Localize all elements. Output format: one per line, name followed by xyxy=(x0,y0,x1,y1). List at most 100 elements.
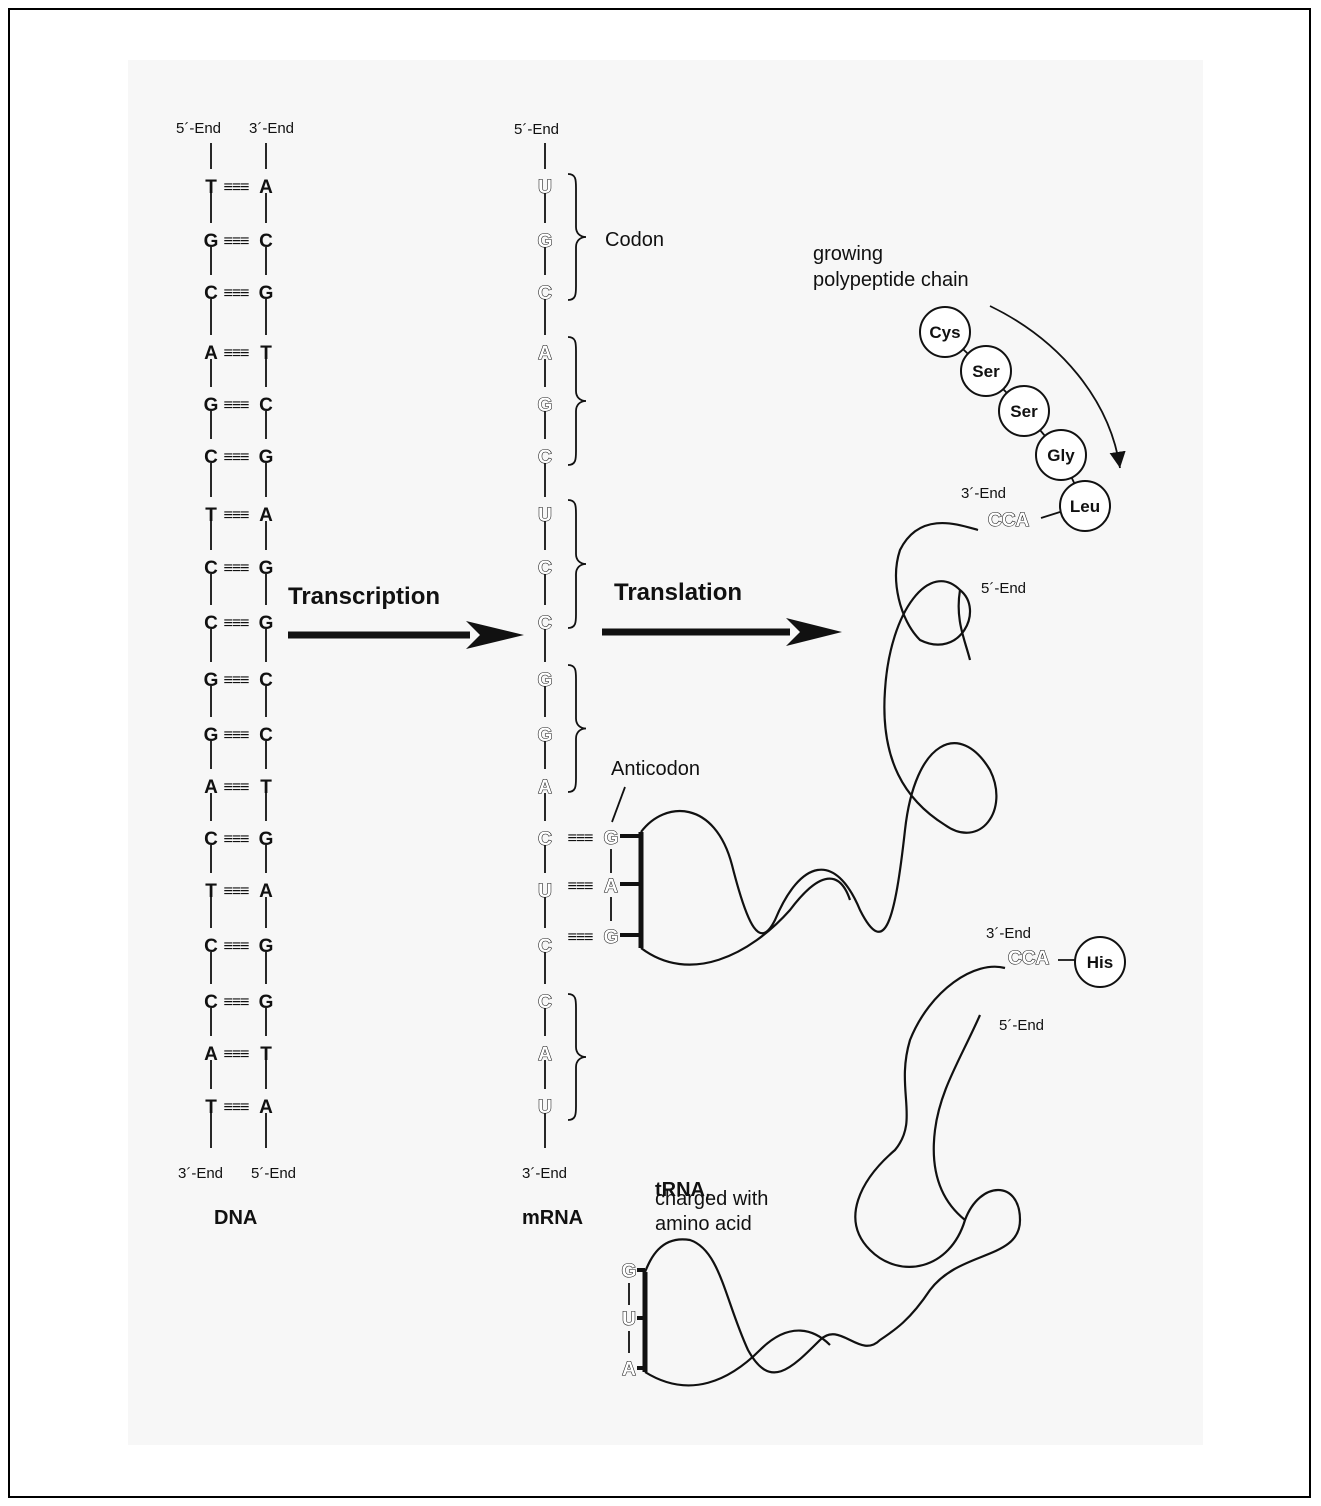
trna-free-5end-tail xyxy=(934,1015,980,1220)
dna-left-base: C xyxy=(204,447,218,468)
dna-hydrogen-bond: ≡≡≡ xyxy=(223,938,249,955)
dna-left-base: G xyxy=(204,725,219,746)
amino-acid-label: Gly xyxy=(1047,446,1075,465)
mrna-base: U xyxy=(538,177,552,198)
dna-left-base: C xyxy=(204,558,218,579)
dna-left-base: T xyxy=(205,505,217,526)
codon-brace xyxy=(568,500,586,628)
dna-hydrogen-bond: ≡≡≡ xyxy=(223,285,249,302)
transcription-arrow: Transcription xyxy=(288,583,524,649)
dna-left-base: C xyxy=(204,829,218,850)
free-anticodon-base: A xyxy=(622,1359,636,1380)
dna-strand: 5´-End 3´-End T≡≡≡AG≡≡≡CC≡≡≡GA≡≡≡TG≡≡≡CC… xyxy=(176,120,296,1229)
mrna-base: G xyxy=(538,395,553,416)
dna-hydrogen-bond: ≡≡≡ xyxy=(223,831,249,848)
dna-hydrogen-bond: ≡≡≡ xyxy=(223,994,249,1011)
trna-free-cca: CCA xyxy=(1008,948,1049,969)
dna-hydrogen-bond: ≡≡≡ xyxy=(223,345,249,362)
dna-left-base: T xyxy=(205,177,217,198)
dna-hydrogen-bond: ≡≡≡ xyxy=(223,1099,249,1116)
anticodon-base: A xyxy=(604,876,618,897)
dna-right-base: G xyxy=(259,283,274,304)
dna-top-right-end: 3´-End xyxy=(249,120,294,137)
dna-bottom-right-end: 5´-End xyxy=(251,1165,296,1182)
mrna-base: C xyxy=(538,829,552,850)
polypeptide-label-line1: growing xyxy=(813,243,883,265)
dna-right-base: A xyxy=(259,505,273,526)
anticodon-hydrogen-bond: ≡≡≡ xyxy=(567,830,593,847)
mrna-base: U xyxy=(538,881,552,902)
codon-braces xyxy=(568,174,586,1120)
translation-label: Translation xyxy=(614,579,742,606)
dna-hydrogen-bond: ≡≡≡ xyxy=(223,560,249,577)
dna-right-base: C xyxy=(259,395,273,416)
dna-top-left-end: 5´-End xyxy=(176,120,221,137)
codon-brace xyxy=(568,337,586,465)
dna-hydrogen-bond: ≡≡≡ xyxy=(223,507,249,524)
dna-left-base: C xyxy=(204,613,218,634)
anticodon-base: G xyxy=(604,927,619,948)
dna-left-base: C xyxy=(204,936,218,957)
trna-label-line2: charged with xyxy=(655,1188,768,1210)
trna-bound-3end: 3´-End xyxy=(961,485,1006,502)
anticodon-pairs: ≡≡≡G≡≡≡A≡≡≡G xyxy=(567,828,641,948)
mrna-base: G xyxy=(538,725,553,746)
dna-hydrogen-bond: ≡≡≡ xyxy=(223,1046,249,1063)
amino-acid-label: Cys xyxy=(929,323,960,342)
dna-hydrogen-bond: ≡≡≡ xyxy=(223,449,249,466)
trna-free-3end: 3´-End xyxy=(986,925,1031,942)
dna-right-base: A xyxy=(259,1097,273,1118)
trna-bound-lower-loop xyxy=(641,879,850,965)
dna-hydrogen-bond: ≡≡≡ xyxy=(223,883,249,900)
mrna-base: U xyxy=(538,505,552,526)
codon-label: Codon xyxy=(605,229,664,251)
trna-free-label-line2b: charged with xyxy=(655,1188,768,1210)
free-trna: 3´-End CCA His 5´-End GUA tRNA, charged … xyxy=(622,925,1125,1385)
dna-hydrogen-bond: ≡≡≡ xyxy=(223,179,249,196)
amino-acid-label: Ser xyxy=(1010,402,1038,421)
mrna-base: A xyxy=(538,343,552,364)
codon-brace xyxy=(568,994,586,1120)
dna-left-base: G xyxy=(204,395,219,416)
dna-left-base: A xyxy=(204,1044,218,1065)
free-anticodon-bases: GUA xyxy=(622,1261,645,1380)
dna-left-base: G xyxy=(204,231,219,252)
mrna-base: A xyxy=(538,777,552,798)
mrna-base: C xyxy=(538,283,552,304)
dna-right-base: A xyxy=(259,177,273,198)
dna-title: DNA xyxy=(214,1207,257,1229)
anticodon-hydrogen-bond: ≡≡≡ xyxy=(567,878,593,895)
dna-left-base: A xyxy=(204,343,218,364)
mrna-base: A xyxy=(538,1044,552,1065)
trna-bound-5end: 5´-End xyxy=(981,580,1026,597)
bound-trna: Anticodon ≡≡≡G≡≡≡A≡≡≡G 3´-End CCA 5´-End xyxy=(567,485,1060,965)
anticodon-label: Anticodon xyxy=(611,758,700,780)
dna-hydrogen-bond: ≡≡≡ xyxy=(223,615,249,632)
dna-right-base: A xyxy=(259,881,273,902)
mrna-base: G xyxy=(538,231,553,252)
polypeptide-label-line2: polypeptide chain xyxy=(813,269,969,291)
trna-label-line3: amino acid xyxy=(655,1213,752,1235)
transcription-arrowhead-icon xyxy=(466,621,524,649)
mrna-base: U xyxy=(538,1097,552,1118)
amino-acid-label: Ser xyxy=(972,362,1000,381)
translation-arrow: Translation xyxy=(602,579,842,646)
dna-hydrogen-bond: ≡≡≡ xyxy=(223,672,249,689)
dna-left-base: A xyxy=(204,777,218,798)
dna-left-base: G xyxy=(204,670,219,691)
dna-left-base: T xyxy=(205,1097,217,1118)
mrna-title: mRNA xyxy=(522,1207,583,1229)
anticodon-base: G xyxy=(604,828,619,849)
translation-arrowhead-icon xyxy=(786,618,842,646)
mrna-base: G xyxy=(538,670,553,691)
dna-bottom-left-end: 3´-End xyxy=(178,1165,223,1182)
dna-hydrogen-bond: ≡≡≡ xyxy=(223,779,249,796)
trna-free-backbone xyxy=(645,967,1020,1373)
dna-right-base: T xyxy=(260,1044,272,1065)
dna-right-base: G xyxy=(259,829,274,850)
mrna-base: C xyxy=(538,447,552,468)
free-anticodon-base: U xyxy=(622,1309,636,1330)
